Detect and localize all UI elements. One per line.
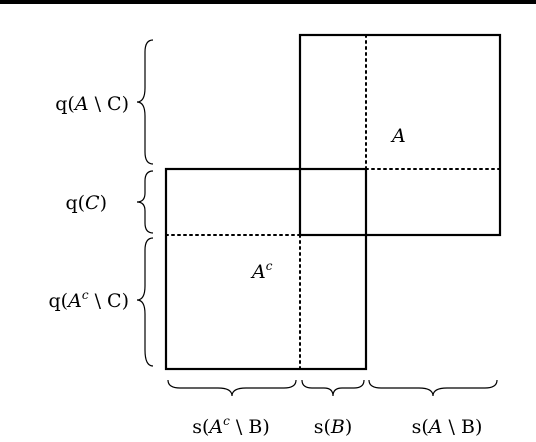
bottom-brace-s-Ac-minus-B [167, 379, 297, 397]
square-A-complement [164, 167, 368, 371]
label-s-A-minus-B: s(A \ B) [412, 416, 483, 438]
label-s-B: s(B) [314, 416, 353, 438]
label-q-C: q(C) [65, 192, 107, 214]
region-label-A-complement: Ac [250, 259, 273, 283]
left-brace-q-C [136, 170, 154, 234]
bottom-brace-s-A-minus-B [368, 379, 498, 397]
square-A [298, 33, 502, 237]
header-partial-text: y [31, 0, 43, 3]
bottom-brace-s-B [301, 379, 365, 397]
header-rule [0, 0, 536, 4]
label-q-Ac-minus-C: q(Ac \ C) [49, 288, 129, 312]
region-label-A: A [390, 125, 406, 147]
left-brace-q-A-minus-C [136, 39, 154, 165]
label-q-A-minus-C: q(A \ C) [55, 93, 129, 115]
left-brace-q-Ac-minus-C [136, 237, 154, 367]
label-s-Ac-minus-B: s(Ac \ B) [192, 414, 270, 438]
